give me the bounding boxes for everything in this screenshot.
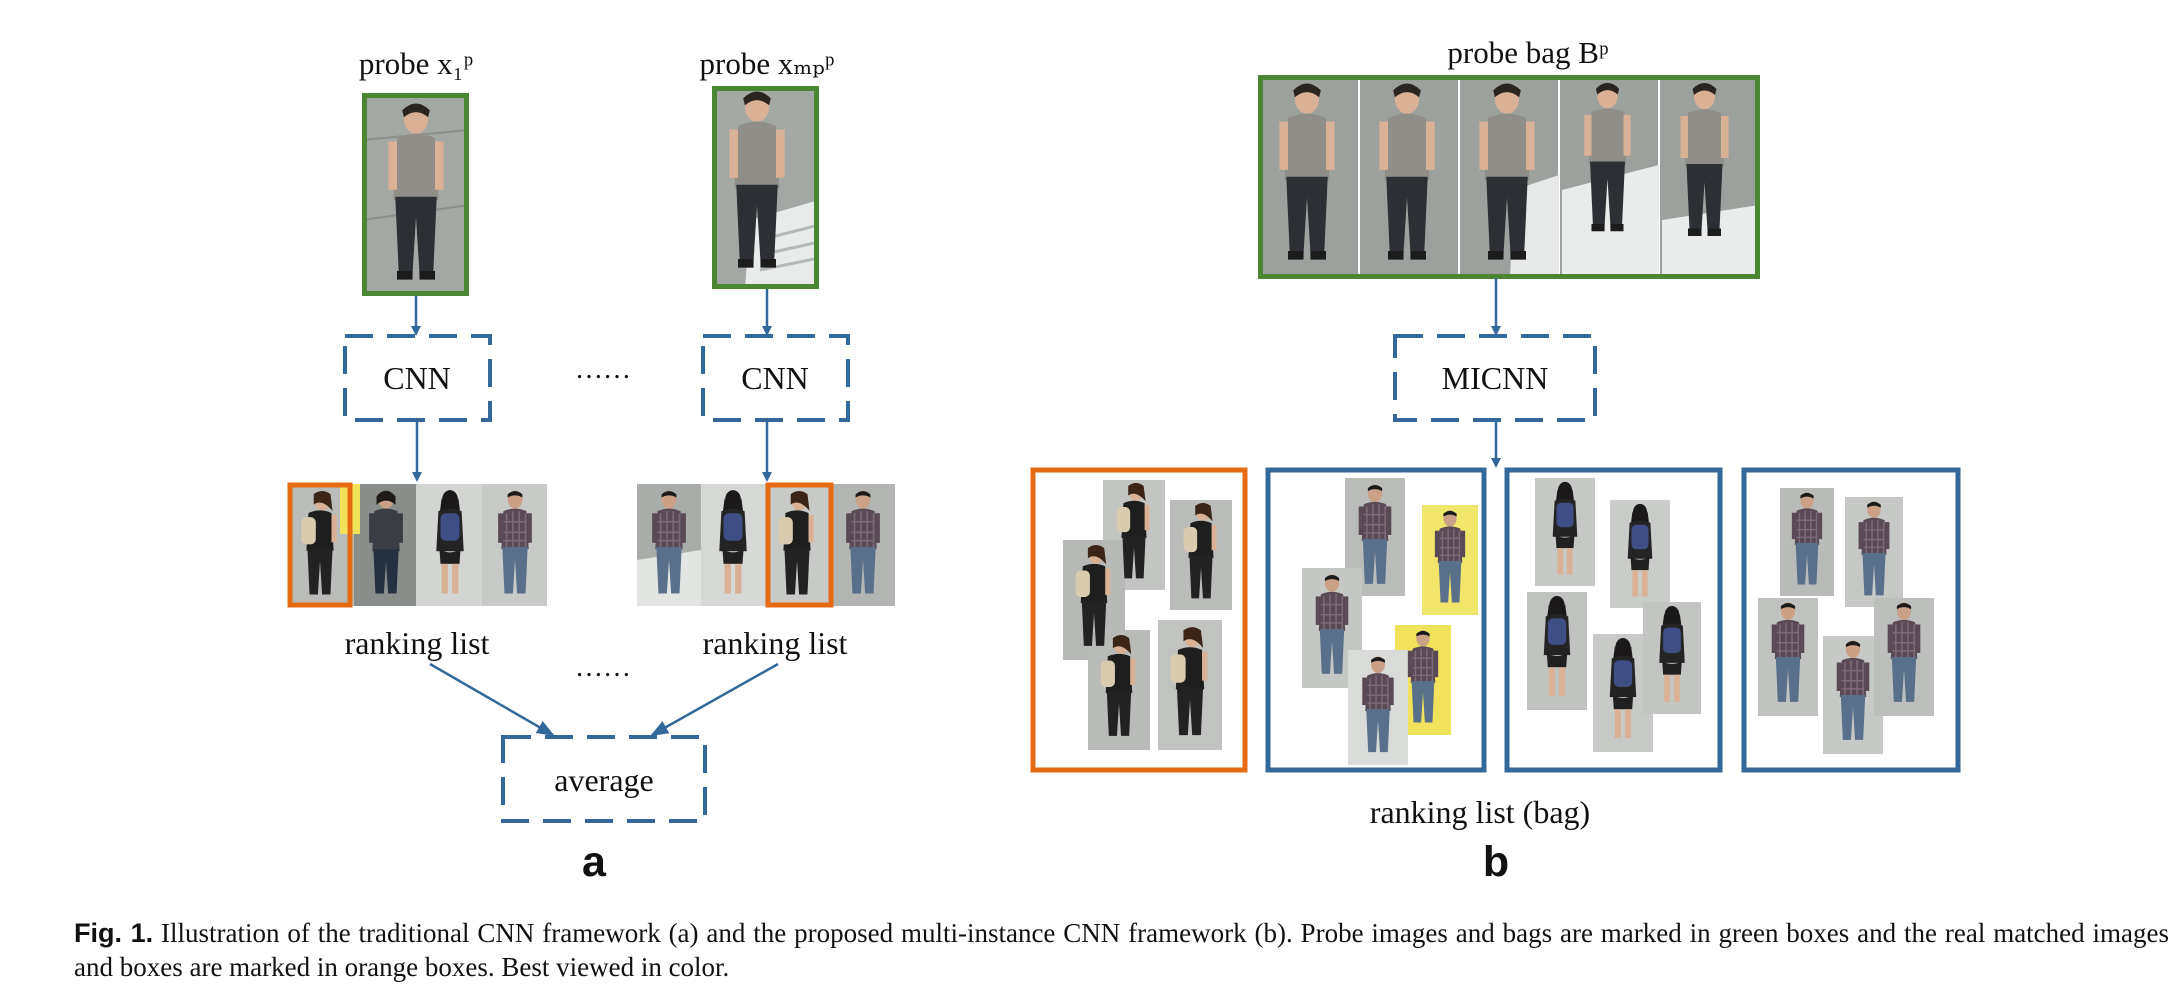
ellipsis-top: …… [575,354,631,385]
probe-2-label: probe xₘₚᵖ [700,46,835,81]
probe-2-green-box [712,86,819,289]
micnn-label: MICNN [1442,360,1549,396]
ranking-bag-1 [1030,467,1248,773]
average-label: average [554,762,653,798]
probe-bag-label: probe bag Bᵖ [1447,35,1608,70]
panel-a-letter: a [582,838,607,886]
ranking-list-2-label: ranking list [703,625,848,661]
ranking-1-orange-match-box [287,482,353,608]
average-box [501,735,707,823]
ellipsis-bottom: …… [575,652,631,683]
ranking-bag-label: ranking list (bag) [1370,794,1590,830]
probe-1-label: probe x₁ᵖ [359,46,473,81]
figure-caption: Fig. 1. Illustration of the traditional … [74,916,2169,984]
ranking-bag-3 [1504,467,1723,773]
probe-bag-green-box [1258,75,1760,279]
arrow-ranking1-to-average [429,662,555,737]
ranking-list-1-images [287,482,547,608]
cnn-2-label: CNN [741,360,809,396]
probe-1-image [361,93,470,296]
probe-2-image [712,86,820,289]
panel-b: probe bag Bᵖ MICNN [1030,35,1961,886]
ranking-list-2-images [637,482,895,608]
probe-bag-images [1258,75,1760,279]
cnn-1-label: CNN [383,360,451,396]
ranking-list-1-label: ranking list [345,625,490,661]
ranking-bag-2 [1265,467,1487,773]
cnn-box-2 [701,334,850,422]
caption-text: Illustration of the traditional CNN fram… [74,918,2169,982]
panel-a: probe x₁ᵖ probe xₘₚᵖ CNN CNN …… [287,46,895,886]
arrow-ranking2-to-average [650,662,779,737]
ranking-bag-4 [1741,467,1961,773]
panel-b-letter: b [1483,838,1509,886]
ranking-2-orange-match-box [765,482,834,608]
probe-1-green-box [362,93,469,296]
figure-label: Fig. 1. [74,918,154,948]
